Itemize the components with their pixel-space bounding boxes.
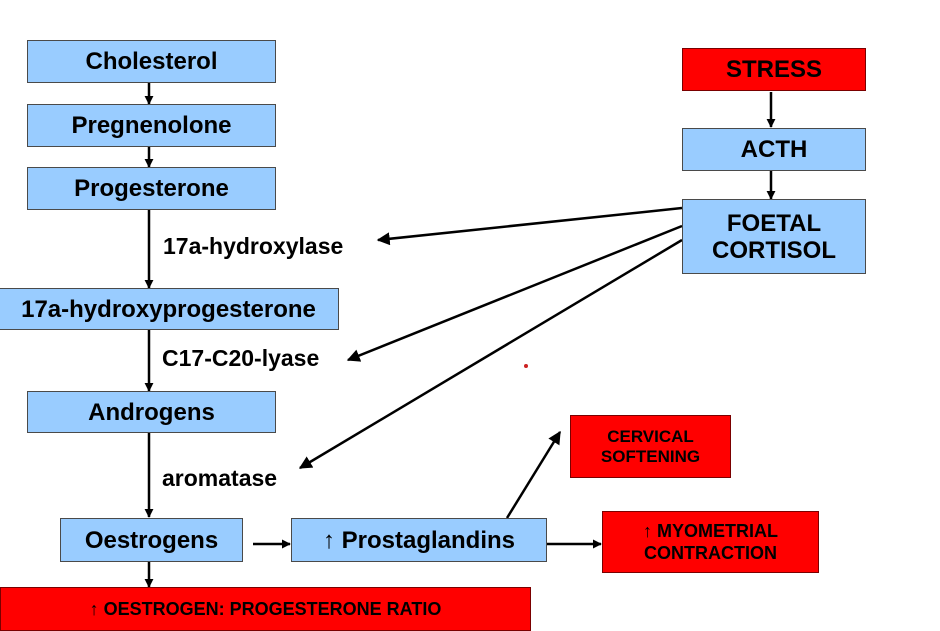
progesterone-label: Progesterone (74, 175, 229, 202)
oestrogens-box: Oestrogens (60, 518, 243, 562)
acth-label: ACTH (740, 136, 808, 163)
arrow-cortisol-aromatase (298, 238, 683, 470)
stress-box: STRESS (682, 48, 866, 91)
hydroxyprogesterone-box: 17a-hydroxyprogesterone (0, 288, 339, 330)
enzyme-hydroxylase: 17a-hydroxylase (163, 233, 344, 259)
prostaglandins-box: ↑ Prostaglandins (291, 518, 547, 562)
ratio-label: ↑ OESTROGEN: PROGESTERONE RATIO (89, 599, 442, 619)
ratio-box: ↑ OESTROGEN: PROGESTERONE RATIO (0, 587, 531, 631)
enzyme-lyase: C17-C20-lyase (162, 345, 320, 371)
androgens-label: Androgens (88, 398, 215, 426)
foetal-cortisol-line2: CORTISOL (712, 236, 836, 264)
stress-label: STRESS (725, 56, 823, 83)
acth-box: ACTH (682, 128, 866, 171)
pregnenolone-label: Pregnenolone (71, 112, 232, 139)
cervical-softening-box: CERVICAL SOFTENING (570, 415, 731, 478)
foetal-cortisol-line1: FOETAL (726, 209, 822, 237)
progesterone-box: Progesterone (27, 167, 276, 210)
myometrial-line1: ↑ MYOMETRIAL (643, 521, 778, 541)
cervical-line2: SOFTENING (600, 446, 701, 466)
prostaglandins-label: ↑ Prostaglandins (322, 526, 516, 554)
cholesterol-label: Cholesterol (85, 48, 218, 75)
foetal-cortisol-box: FOETAL CORTISOL (682, 199, 866, 274)
arrow-cortisol-hydroxylase (376, 206, 683, 246)
hydroxyprogesterone-label: 17a-hydroxyprogesterone (21, 295, 316, 323)
cholesterol-box: Cholesterol (27, 40, 276, 83)
arrow-prostaglandins-cervical (505, 430, 562, 519)
arrow-cortisol-lyase (346, 224, 683, 362)
myometrial-line2: CONTRACTION (644, 543, 777, 563)
myometrial-contraction-box: ↑ MYOMETRIAL CONTRACTION (602, 511, 819, 573)
enzyme-aromatase: aromatase (162, 465, 278, 491)
oestrogens-label: Oestrogens (84, 526, 219, 554)
stray-dot (524, 364, 528, 368)
androgens-box: Androgens (27, 391, 276, 433)
pregnenolone-box: Pregnenolone (27, 104, 276, 147)
cervical-line1: CERVICAL (607, 426, 694, 446)
